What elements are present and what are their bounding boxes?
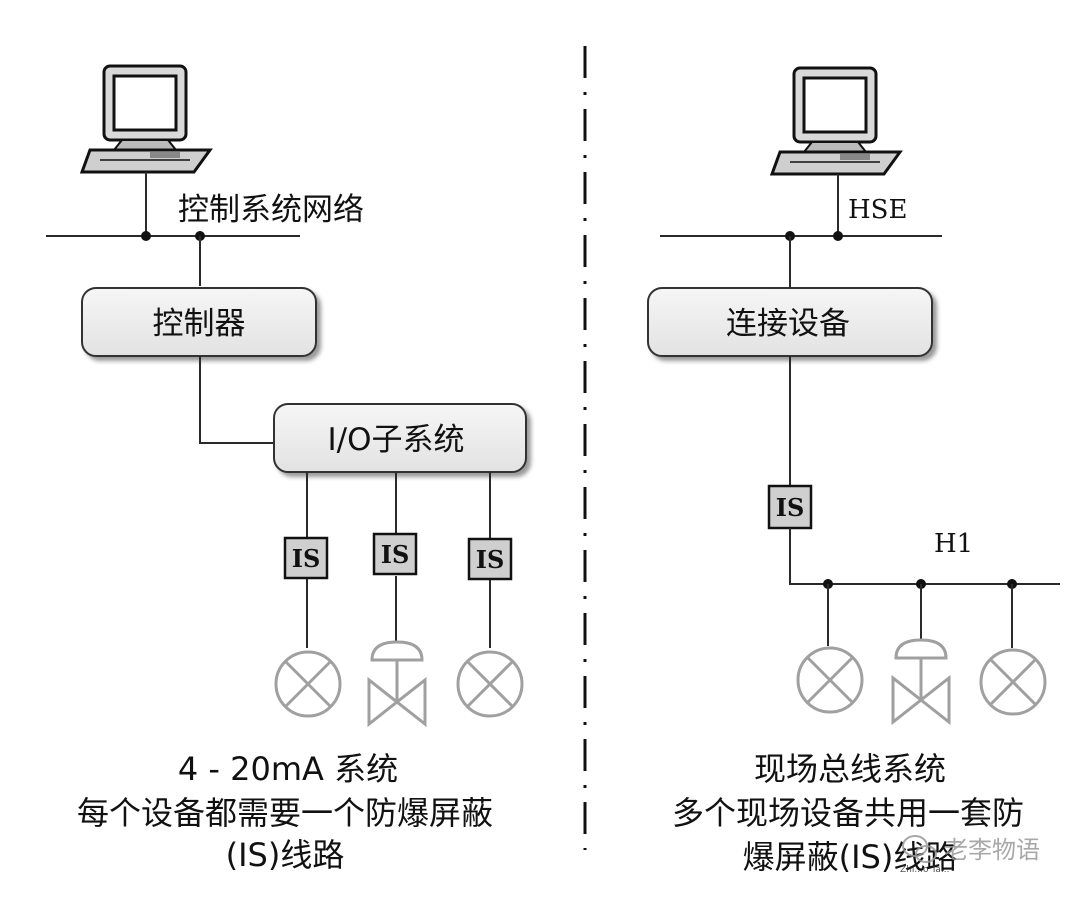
right-caption-line-2: 多个现场设备共用一套防 <box>672 794 1024 832</box>
wechat-icon <box>902 835 937 863</box>
controller-label: 控制器 <box>153 306 246 342</box>
right-instrument-icon <box>979 648 1047 716</box>
is-barrier-1: IS <box>283 536 329 580</box>
io-subsystem-label: I/O子系统 <box>328 422 465 458</box>
left-caption-line-2: 每个设备都需要一个防爆屏蔽 <box>77 794 493 832</box>
linking-device-label: 连接设备 <box>726 306 850 342</box>
h1-bus-line <box>789 528 1060 585</box>
right-valve-icon <box>891 638 951 726</box>
watermark-subtext: Zhi...o Ta... <box>900 865 949 875</box>
right-caption-line-3: 爆屏蔽(IS)线路 <box>743 838 958 876</box>
hse-label: HSE <box>848 195 907 225</box>
left-caption-line-3: (IS)线路 <box>226 836 345 874</box>
right-caption-line-1: 现场总线系统 <box>754 750 946 788</box>
io-subsystem-box <box>273 403 527 473</box>
is-barrier-3: IS <box>467 537 513 581</box>
left-instrument-icon <box>274 650 342 718</box>
is-barrier-label: IS <box>292 544 321 573</box>
watermark-text: 老李物语 <box>944 836 1040 864</box>
watermark: 老李物语 Zhi...o Ta... <box>900 835 1040 875</box>
left-network-node <box>141 231 151 241</box>
left-valve-icon <box>367 640 427 728</box>
right-computer-icon <box>769 66 903 176</box>
left-caption-line-1: 4 - 20mA 系统 <box>178 750 398 788</box>
is-barrier-label: IS <box>381 540 410 569</box>
is-barrier-label: IS <box>476 545 505 574</box>
is-barrier-2: IS <box>372 532 418 576</box>
right-instrument-icon <box>796 646 864 714</box>
controller-io-link <box>199 356 274 444</box>
h1-label: H1 <box>934 529 973 559</box>
left-network-label: 控制系统网络 <box>178 192 364 228</box>
left-computer-icon <box>79 64 213 174</box>
right-is-barrier-label: IS <box>776 493 805 522</box>
right-is-barrier: IS <box>767 484 813 530</box>
left-instrument-icon <box>456 650 524 718</box>
right-network-node <box>833 231 843 241</box>
